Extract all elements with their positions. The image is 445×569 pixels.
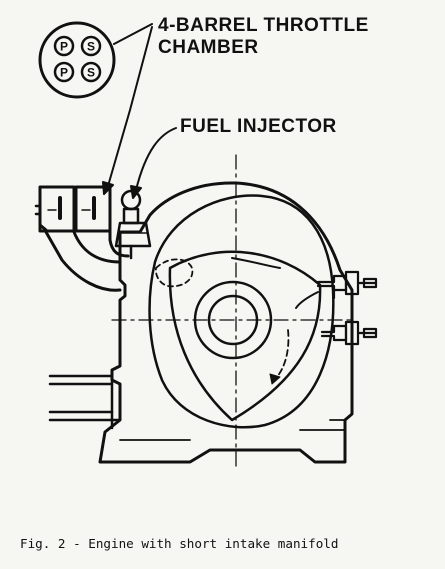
spark-plug-leading [316,270,378,300]
port-s-bottom: S [80,61,102,83]
throttle-leader-lines [102,23,153,195]
rotation-arrow [275,329,290,379]
intake-port-outline [155,258,194,288]
injector-leader-line [130,127,177,199]
throttle-port-diagram: P S P S [38,21,116,99]
port-p-bottom: P [53,61,75,83]
fuel-injector [114,189,152,260]
figure-caption: Fig. 2 - Engine with short intake manifo… [20,536,339,551]
fuel-injector-label: FUEL INJECTOR [180,116,337,137]
svg-text:P: P [60,66,68,80]
spark-plug-trailing [320,320,378,358]
engine-housing [98,181,354,464]
throttle-chamber-label-line2: CHAMBER [158,37,259,58]
throttle-chamber-label: 4-BARREL THROTTLE [158,15,369,36]
rotor [168,250,322,422]
port-p-top: P [53,35,75,57]
port-s-top: S [80,35,102,57]
center-lines [111,154,351,471]
svg-text:P: P [60,40,68,54]
intake-manifold [34,185,130,292]
svg-text:S: S [87,40,95,54]
housing-detail-lines [119,419,346,441]
exhaust-pipes [48,368,122,430]
svg-text:S: S [87,66,95,80]
